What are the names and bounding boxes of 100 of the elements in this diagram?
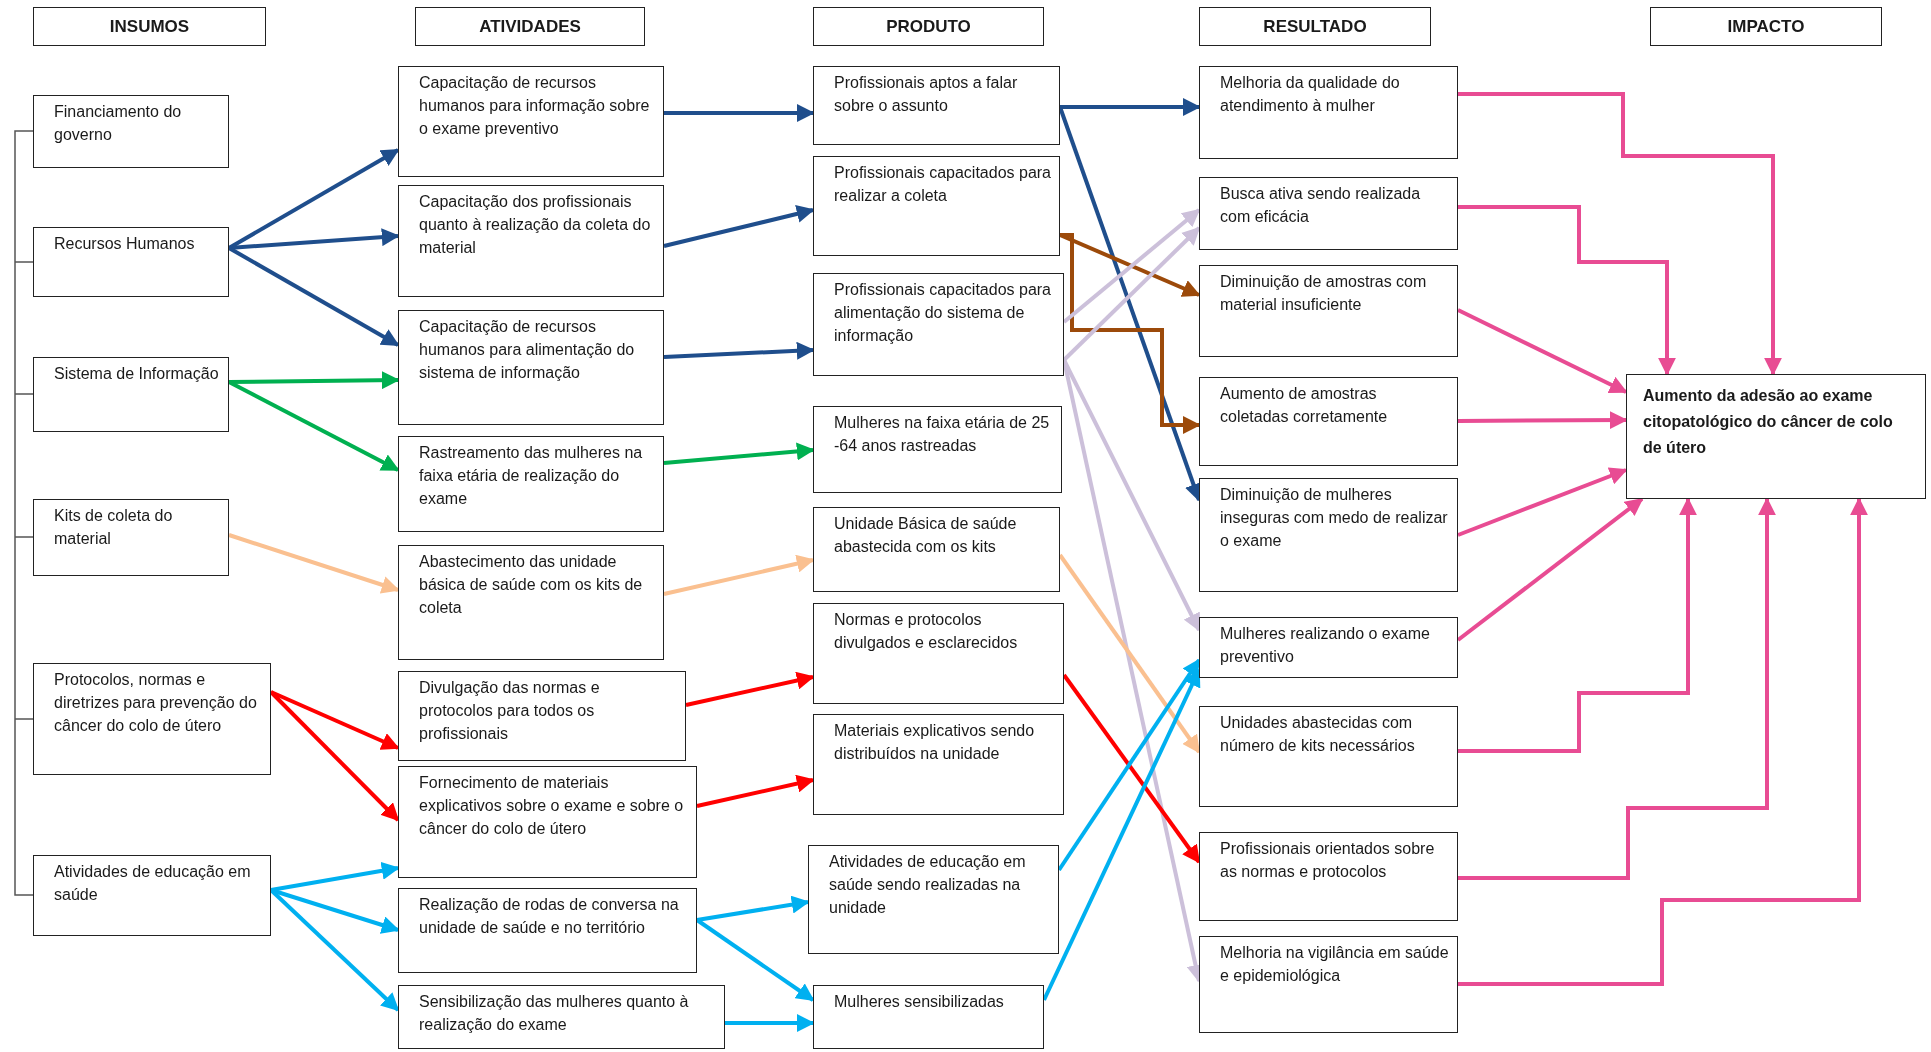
arrow (1456, 497, 1644, 642)
column-header (1199, 7, 1431, 46)
arrow (1458, 411, 1628, 430)
arrow (1458, 497, 1697, 753)
arrow (696, 774, 815, 808)
box-text: Diminuição de mulheres inseguras com medo de realizar o exame (1220, 485, 1449, 551)
process-box (1199, 66, 1458, 159)
box-text: Profissionais aptos a falar sobre o assunto (834, 73, 1019, 116)
process-box (398, 185, 664, 297)
arrow (269, 690, 400, 822)
arrow (1458, 205, 1676, 376)
arrow (663, 205, 815, 248)
box-text: Busca ativa sendo realizada com eficácia (1220, 184, 1422, 227)
process-box (33, 663, 271, 775)
process-box (33, 227, 229, 297)
box-text: Financiamento do governo (54, 102, 183, 145)
process-box (1199, 478, 1458, 592)
process-box (1199, 706, 1458, 807)
arrow (1060, 98, 1201, 116)
arrow (1458, 497, 1776, 880)
arrow (696, 895, 810, 922)
process-box (813, 273, 1064, 376)
box-text: Realização de rodas de conversa na unidade de saúde e no território (419, 895, 680, 938)
process-box (33, 95, 229, 168)
process-box (813, 507, 1060, 592)
process-box (813, 714, 1064, 815)
arrow (228, 380, 400, 472)
header-text: PRODUTO (886, 15, 971, 38)
arrow (270, 861, 400, 892)
process-box (398, 888, 697, 973)
process-box (33, 357, 229, 432)
arrow (228, 371, 400, 390)
box-text: Kits de coleta do material (54, 506, 174, 549)
box-text: Divulgação das normas e protocolos para todos os profissionais (419, 678, 601, 744)
process-box (813, 406, 1062, 493)
box-text: Melhoria na vigilância em saúde e epidemiológica (1220, 943, 1449, 986)
impact-box (1626, 374, 1926, 499)
process-box (33, 855, 271, 936)
process-box (398, 310, 664, 425)
arrow (663, 442, 815, 465)
box-text: Profissionais capacitados para alimentação do sistema de informação (834, 280, 1052, 346)
process-box (813, 603, 1064, 704)
arrow (695, 918, 815, 1002)
arrow (1062, 208, 1201, 324)
box-text: Diminuição de amostras com material insuficiente (1220, 272, 1428, 315)
box-text: Capacitação de recursos humanos para informação sobre o exame preventivo (419, 73, 651, 139)
box-text: Sistema de Informação (54, 364, 220, 384)
box-text: Atividades de educação em saúde (54, 862, 252, 905)
box-text: Mulheres realizando o exame preventivo (1220, 624, 1431, 667)
arrow (663, 341, 815, 360)
header-text: IMPACTO (1727, 15, 1805, 38)
box-text: Melhoria da qualidade do atendimento à mulher (1220, 73, 1401, 116)
arrow (1458, 92, 1782, 376)
box-text: Normas e protocolos divulgados e esclarecidos (834, 610, 1019, 653)
arrow (228, 246, 400, 347)
box-text: Abastecimento das unidade básica de saúde com os kits de coleta (419, 552, 644, 618)
box-text: Rastreamento das mulheres na faixa etária de realização do exame (419, 443, 644, 509)
process-box (398, 66, 664, 177)
box-text: Profissionais orientados sobre as normas e protocolos (1220, 839, 1436, 882)
process-box (398, 671, 686, 761)
process-box (813, 985, 1044, 1049)
process-box (1199, 617, 1458, 678)
arrow (1062, 226, 1201, 362)
arrow (1457, 308, 1628, 394)
process-box (813, 156, 1060, 256)
process-box (398, 985, 725, 1049)
arrow (664, 104, 815, 122)
arrow (685, 671, 815, 707)
process-box (1199, 377, 1458, 466)
arrow (1458, 497, 1868, 986)
process-box (1199, 265, 1458, 357)
arrow (1058, 553, 1201, 754)
box-text: Aumento de amostras coletadas corretamente (1220, 384, 1389, 427)
box-text: Aumento da adesão ao exame citopatológico do câncer de colo de útero (1643, 386, 1894, 458)
column-header (813, 7, 1044, 46)
column-header (33, 7, 266, 46)
header-text: INSUMOS (109, 15, 190, 38)
box-text: Protocolos, normas e diretrizes para prevenção do câncer do colo de útero (54, 670, 258, 736)
process-box (808, 845, 1059, 954)
arrow (1457, 467, 1628, 537)
header-text: RESULTADO (1263, 15, 1367, 38)
box-text: Unidades abastecidas com número de kits necessários (1220, 713, 1416, 756)
box-text: Fornecimento de materiais explicativos sobre o exame e sobre o câncer do colo de útero (419, 773, 685, 839)
column-header (1650, 7, 1882, 46)
column-header (415, 7, 645, 46)
arrow (663, 554, 815, 596)
process-box (398, 545, 664, 660)
process-box (1199, 936, 1458, 1033)
arrow (1060, 233, 1201, 434)
process-box (398, 766, 697, 878)
arrow (725, 1014, 815, 1032)
process-box (33, 499, 229, 576)
box-text: Materiais explicativos sendo distribuídos na unidade (834, 721, 1036, 764)
box-text: Sensibilização das mulheres quanto à realização do exame (419, 992, 690, 1035)
arrow (228, 533, 400, 594)
box-text: Mulheres na faixa etária de 25 -64 anos rastreadas (834, 413, 1051, 456)
box-text: Recursos Humanos (54, 234, 196, 254)
process-box (1199, 832, 1458, 921)
box-text: Mulheres sensibilizadas (834, 992, 1005, 1012)
box-text: Profissionais capacitados para realizar a coleta (834, 163, 1051, 206)
